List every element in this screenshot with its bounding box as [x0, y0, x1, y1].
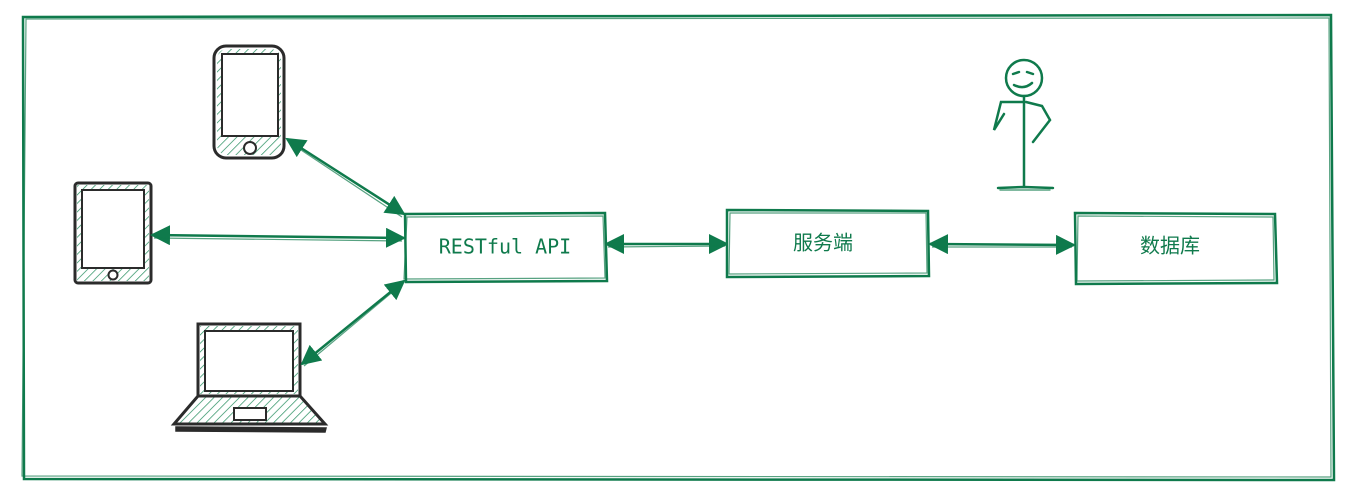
node-server: 服务端: [725, 208, 931, 279]
smartphone-icon: [212, 44, 286, 160]
node-database: 数据库: [1073, 211, 1279, 286]
laptop-icon: [170, 322, 329, 433]
edge-tablet-api: [150, 225, 406, 248]
edges: [150, 137, 1076, 367]
edge-laptop-api: [300, 279, 406, 366]
node-database-label: 数据库: [1140, 234, 1200, 258]
outer-frame: [21, 13, 1336, 482]
edge-server-database: [928, 234, 1076, 255]
node-server-label: 服务端: [793, 231, 853, 255]
tablet-icon: [73, 181, 153, 285]
stick-figure-icon: [992, 58, 1055, 191]
node-api: RESTful API: [403, 211, 609, 284]
edge-phone-api: [285, 137, 406, 216]
node-api-label: RESTful API: [439, 235, 571, 259]
